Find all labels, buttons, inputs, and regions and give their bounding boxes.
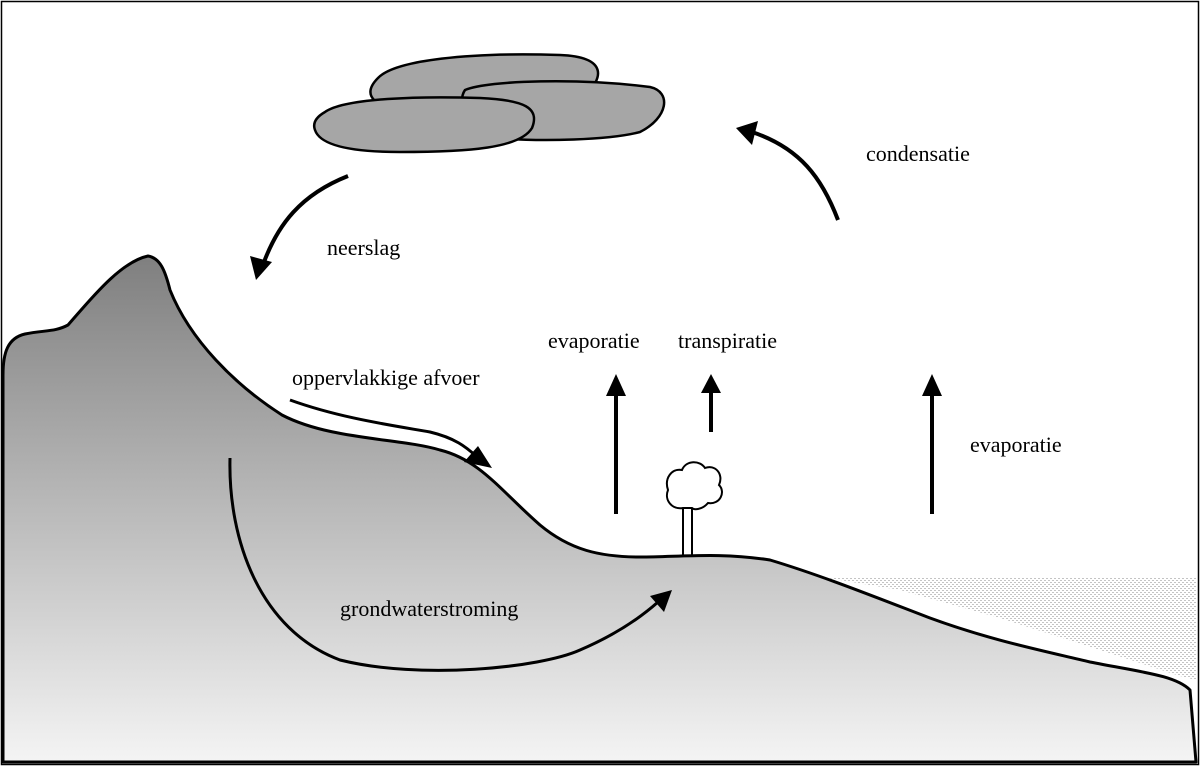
condensation-arrowhead: [736, 121, 758, 145]
label-surface-runoff: oppervlakkige afvoer: [292, 365, 480, 390]
groundwater-arrow: [228, 457, 659, 672]
surface-runoff-arrowhead: [464, 446, 492, 468]
label-precipitation: neerslag: [327, 235, 400, 260]
evaporation-water-arrowhead: [922, 374, 942, 396]
evaporation-land-arrowhead: [606, 374, 626, 396]
label-transpiration: transpiratie: [678, 328, 777, 353]
label-groundwater-flow: grondwaterstroming: [340, 596, 518, 621]
tree-icon: [666, 461, 723, 555]
condensation-arrow: [751, 130, 840, 221]
label-condensation: condensatie: [866, 141, 970, 166]
water-body: [828, 578, 1196, 680]
label-evaporation-land: evaporatie: [548, 328, 640, 353]
label-evaporation-water: evaporatie: [970, 432, 1062, 457]
surface-runoff-arrow: [289, 398, 478, 458]
groundwater-arrowhead: [650, 590, 672, 612]
transpiration-arrowhead: [701, 374, 721, 393]
surface-runoff-arrow-inner: [289, 405, 471, 461]
mountain-land: [1, 254, 1198, 764]
precipitation-arrowhead: [250, 256, 272, 280]
precipitation-arrow: [262, 174, 349, 263]
cloud-icon: [313, 53, 666, 154]
